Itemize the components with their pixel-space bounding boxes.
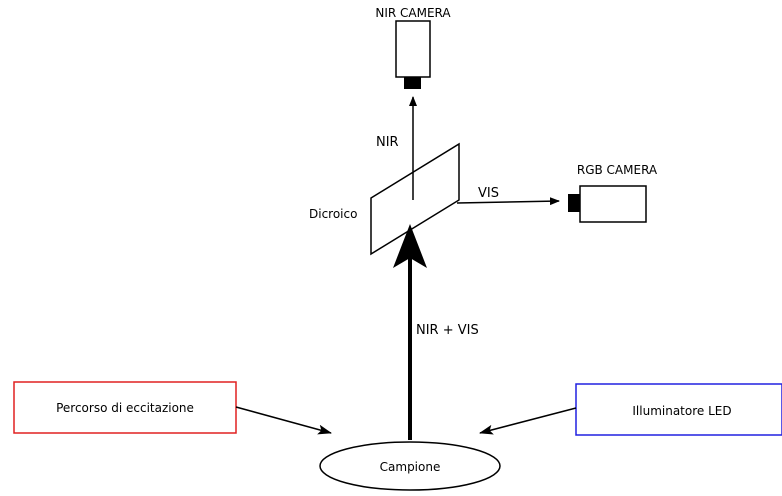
nir-vis-arrow-label: NIR + VIS [416, 323, 479, 338]
illuminator-arrow [479, 407, 577, 435]
nir-camera: NIR CAMERA [375, 6, 451, 89]
rgb-camera-label: RGB CAMERA [577, 163, 658, 177]
rgb-camera: RGB CAMERA [568, 163, 658, 223]
vis-arrow-label: VIS [478, 186, 499, 201]
nir-camera-body [395, 20, 431, 78]
rgb-camera-body [579, 185, 647, 223]
led-illuminator-box [575, 383, 782, 436]
vis-arrow [456, 197, 560, 206]
dichroic-label: Dicroico [309, 207, 357, 221]
rgb-camera-lens [568, 194, 580, 212]
dichroic-mirror [370, 142, 460, 256]
nir-camera-label: NIR CAMERA [375, 6, 451, 20]
sample-label: Campione [380, 460, 441, 474]
excitation-path-label: Percorso di eccitazione [56, 401, 194, 415]
nir-vis-arrowhead [393, 224, 427, 268]
excitation-arrow [235, 406, 332, 435]
nir-arrow-label: NIR [376, 135, 399, 150]
nir-camera-lens [404, 77, 421, 89]
sample-ellipse [319, 441, 501, 491]
led-illuminator-label: Illuminatore LED [632, 404, 731, 418]
